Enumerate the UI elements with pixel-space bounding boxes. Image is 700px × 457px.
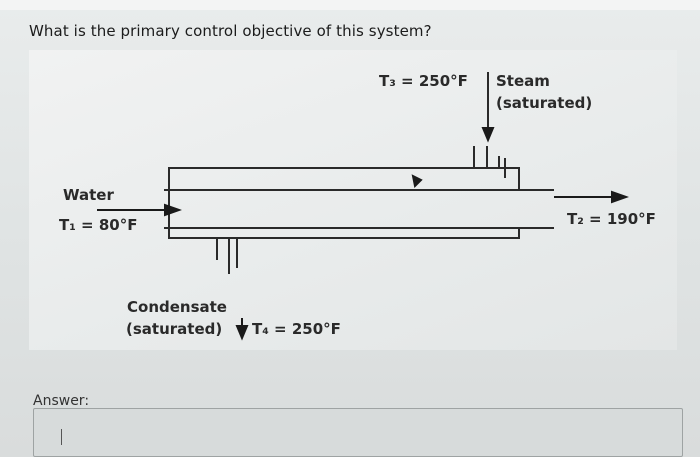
- condensate-arrowhead: [235, 325, 249, 341]
- steam-nozzle: [473, 146, 491, 169]
- steam-arrowhead: [481, 127, 495, 143]
- diagram-svg: Water T₁ = 80°F T₂ = 190°F T₃ = 250°F St…: [59, 72, 656, 341]
- water-label: Water: [63, 186, 114, 204]
- question-text: What is the primary control objective of…: [29, 22, 432, 40]
- t1-label: T₁ = 80°F: [59, 216, 137, 234]
- shell-outline: [168, 167, 520, 190]
- water-inlet-arrowhead: [164, 203, 182, 217]
- condensate-label: Condensate: [127, 298, 227, 316]
- heat-exchanger-diagram: Water T₁ = 80°F T₂ = 190°F T₃ = 250°F St…: [29, 50, 677, 350]
- steam-label: Steam: [496, 72, 550, 90]
- answer-label: Answer:: [33, 393, 90, 409]
- answer-input[interactable]: [33, 408, 683, 457]
- t4-label: T₄ = 250°F: [252, 320, 341, 338]
- top-bar: [0, 0, 700, 10]
- t2-label: T₂ = 190°F: [567, 210, 656, 228]
- text-caret: [61, 429, 62, 445]
- condensate-saturated-label: (saturated): [126, 320, 222, 338]
- steam-nozzle-bracket: [491, 156, 506, 178]
- t3-label: T₃ = 250°F: [379, 72, 468, 90]
- water-outlet-arrowhead: [611, 190, 629, 204]
- shell-flow-arrowhead: [411, 174, 423, 189]
- condensate-nozzle: [216, 238, 238, 274]
- shell-outline-bottom: [168, 190, 520, 239]
- steam-saturated-label: (saturated): [496, 94, 592, 112]
